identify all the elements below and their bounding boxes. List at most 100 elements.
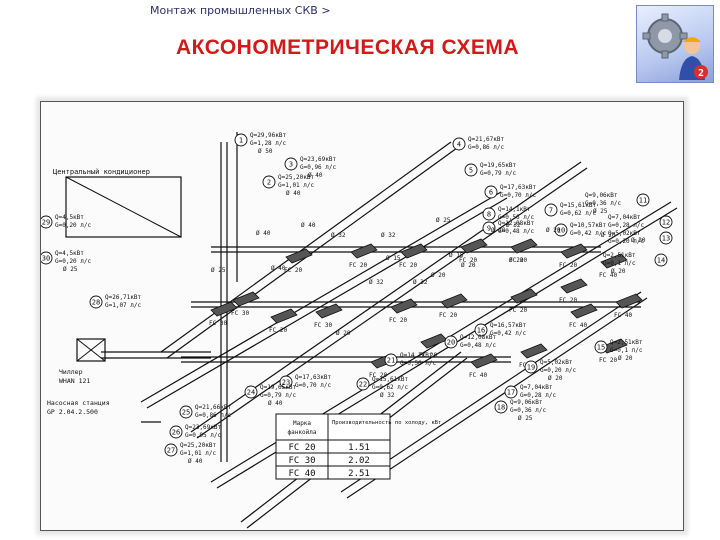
table-cell-value: 2.02 bbox=[348, 456, 370, 466]
callout-q: Q=5,02кВт bbox=[608, 230, 641, 237]
table-cell-model: FC 30 bbox=[288, 456, 315, 466]
table-cell-value: 2.51 bbox=[348, 469, 370, 479]
fan-coil-unit: FC 40 bbox=[469, 353, 498, 379]
pipe-diameter: Ø 25 bbox=[211, 267, 226, 274]
callout-q: Q=2,51кВт bbox=[603, 252, 636, 259]
callout-number: 9 bbox=[487, 225, 491, 233]
callout-q: Q=12,08кВт bbox=[498, 220, 535, 227]
callout-circle bbox=[89, 295, 103, 309]
breadcrumb[interactable]: Монтаж промышленных СКВ > bbox=[150, 4, 331, 17]
callout-q: Q=4,5кВт bbox=[55, 250, 84, 257]
callout-q: Q=14,1кВт bbox=[498, 206, 531, 213]
callout-q: Q=12,08кВт bbox=[460, 334, 497, 341]
callout-g: G=0,20 л/с bbox=[540, 367, 577, 374]
callout-g: G=1,01 л/с bbox=[180, 450, 217, 457]
fan-coil-unit: FC 30 bbox=[314, 303, 343, 329]
callout-number: 14 bbox=[657, 257, 665, 265]
conditioner-diagonal bbox=[65, 176, 182, 238]
callout-number: 5 bbox=[469, 167, 473, 175]
chiller-model: WHAN 121 bbox=[59, 377, 90, 385]
callout-q: Q=23,69кВт bbox=[185, 424, 222, 431]
unit-shape bbox=[570, 303, 598, 319]
unit-label: FC 20 bbox=[419, 352, 437, 359]
unit-shape bbox=[510, 238, 538, 254]
callout-g: G=0,48 л/с bbox=[460, 342, 497, 349]
callout-q: Q=26,71кВт bbox=[105, 294, 142, 301]
unit-label: FC 20 bbox=[439, 312, 457, 319]
callout-diameter: Ø 25 bbox=[518, 415, 533, 422]
callout-number: 1 bbox=[239, 137, 243, 145]
pipe-line bbox=[346, 297, 648, 499]
pipe-diameter: Ø 32 bbox=[381, 232, 396, 239]
unit-shape bbox=[210, 301, 238, 317]
callout-q: Q=16,57кВт bbox=[490, 322, 527, 329]
callout-g: G=0,20 л/с bbox=[608, 238, 645, 245]
callout-g: G=0,79 л/с bbox=[260, 392, 297, 399]
callout-q: Q=7,04кВт bbox=[608, 214, 641, 221]
callout-circle bbox=[452, 137, 466, 151]
unit-label: FC 20 bbox=[559, 297, 577, 304]
unit-shape bbox=[600, 253, 628, 269]
diagram-frame: FC 30 FC 30 FC 20 FC 20 FC 20 FC 20 FC 20 FC 20… bbox=[39, 101, 684, 531]
callout-number: 10 bbox=[557, 227, 565, 235]
callout-g: G=1,28 л/с bbox=[250, 140, 287, 147]
callout-circle bbox=[482, 221, 496, 235]
table-header-brand-2: фанкойла bbox=[288, 429, 317, 436]
callout-circle bbox=[482, 207, 496, 221]
fan-coil-unit: FC 30 bbox=[209, 301, 238, 327]
callout-circle bbox=[484, 185, 498, 199]
conditioner-label: Центральный кондиционер bbox=[53, 168, 150, 176]
callout-circle bbox=[654, 253, 668, 267]
callout-g: G=0,42 л/с bbox=[570, 230, 607, 237]
callout-circle bbox=[636, 193, 650, 207]
unit-label: FC 40 bbox=[614, 312, 632, 319]
callout-diameter: Ø 40 bbox=[188, 458, 203, 465]
fan-coil-unit: FC 20 bbox=[559, 243, 588, 269]
callout-q: Q=10,57кВт bbox=[570, 222, 607, 229]
callout-q: Q=25,20кВт bbox=[180, 442, 217, 449]
callout-q: Q=25,20кВт bbox=[278, 174, 315, 181]
pipe-diameter: Ø 20 bbox=[336, 330, 351, 337]
callout-q: Q=5,02кВт bbox=[540, 359, 573, 366]
callout-circle bbox=[554, 223, 568, 237]
callout-g: G=0,70 л/с bbox=[500, 192, 537, 199]
callout-circle bbox=[244, 385, 258, 399]
callout-g: G=0,86 л/с bbox=[468, 144, 505, 151]
callout-number: 26 bbox=[172, 429, 180, 437]
callout-diameter: Ø 50 bbox=[258, 148, 273, 155]
unit-label: FC 20 bbox=[349, 262, 367, 269]
callout-number: 13 bbox=[662, 235, 670, 243]
callout-number: 12 bbox=[662, 219, 670, 227]
callout-g: G=0,79 л/с bbox=[480, 170, 517, 177]
unit-label: FC 20 bbox=[559, 262, 577, 269]
fan-coil-unit: FC 20 bbox=[389, 298, 418, 324]
fan-coil-unit: FC 20 bbox=[559, 278, 588, 304]
callout-number: 2 bbox=[267, 179, 271, 187]
callout-diameter: Ø 20 bbox=[611, 268, 626, 275]
callout-circle bbox=[594, 340, 608, 354]
callout-number: 8 bbox=[487, 211, 491, 219]
callout-q: Q=19,65кВт bbox=[260, 384, 297, 391]
callout-g: G=0,1 л/с bbox=[610, 347, 643, 354]
pipe-line bbox=[340, 291, 642, 493]
callout-q: Q=14,1кВт bbox=[400, 352, 433, 359]
unit-shape bbox=[460, 238, 488, 254]
callout-g: G=1,07 л/с bbox=[105, 302, 142, 309]
callout-q: Q=2,51кВт bbox=[610, 339, 643, 346]
callout-number: 19 bbox=[527, 364, 535, 372]
callout-q: Q=23,69кВт bbox=[300, 156, 337, 163]
unit-label: FC 20 bbox=[369, 372, 387, 379]
